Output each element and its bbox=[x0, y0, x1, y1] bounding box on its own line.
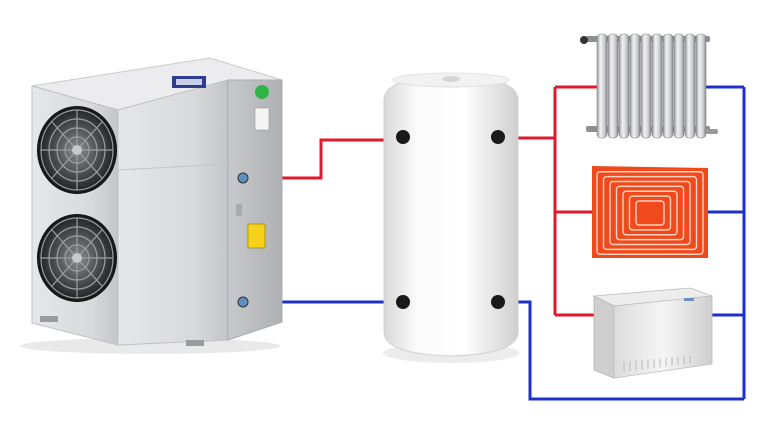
radiator-fin bbox=[695, 33, 707, 139]
radiator-fin bbox=[607, 33, 619, 139]
floor-heating-loop bbox=[596, 171, 704, 255]
supply-port bbox=[237, 172, 249, 184]
floor-heating-loop bbox=[635, 200, 665, 226]
radiator-valve bbox=[580, 36, 588, 44]
radiator-fins bbox=[607, 33, 707, 139]
floor-heating-loop bbox=[609, 180, 691, 246]
fan-coil-unit bbox=[592, 287, 713, 379]
rating-label bbox=[254, 107, 270, 131]
radiator-fin bbox=[640, 33, 652, 139]
tank-port-upper-right bbox=[491, 130, 505, 144]
tank-port-lower-left bbox=[396, 295, 410, 309]
floor-heating-loop bbox=[628, 195, 672, 231]
tank-port-lower-right bbox=[491, 295, 505, 309]
radiator-fin bbox=[629, 33, 641, 139]
radiator-fin bbox=[673, 33, 685, 139]
warning-label bbox=[247, 223, 266, 249]
pump-to-tank-supply-pipe bbox=[246, 138, 403, 180]
floor-heating-loop bbox=[622, 190, 678, 236]
radiator-fin bbox=[684, 33, 696, 139]
eco-logo bbox=[255, 85, 269, 99]
floor-heating-loop bbox=[602, 175, 698, 251]
return-port bbox=[237, 296, 249, 308]
floor-heating-panel bbox=[592, 166, 708, 258]
heat-pump-unit bbox=[20, 57, 283, 354]
radiator-fin bbox=[662, 33, 674, 139]
fan-icon bbox=[37, 106, 117, 194]
tank-port-upper-left bbox=[396, 130, 410, 144]
buffer-tank bbox=[383, 72, 519, 363]
floor-heating-loop bbox=[615, 185, 685, 241]
fan-icon bbox=[37, 214, 117, 302]
radiator-fin bbox=[618, 33, 630, 139]
radiator-fin bbox=[651, 33, 663, 139]
